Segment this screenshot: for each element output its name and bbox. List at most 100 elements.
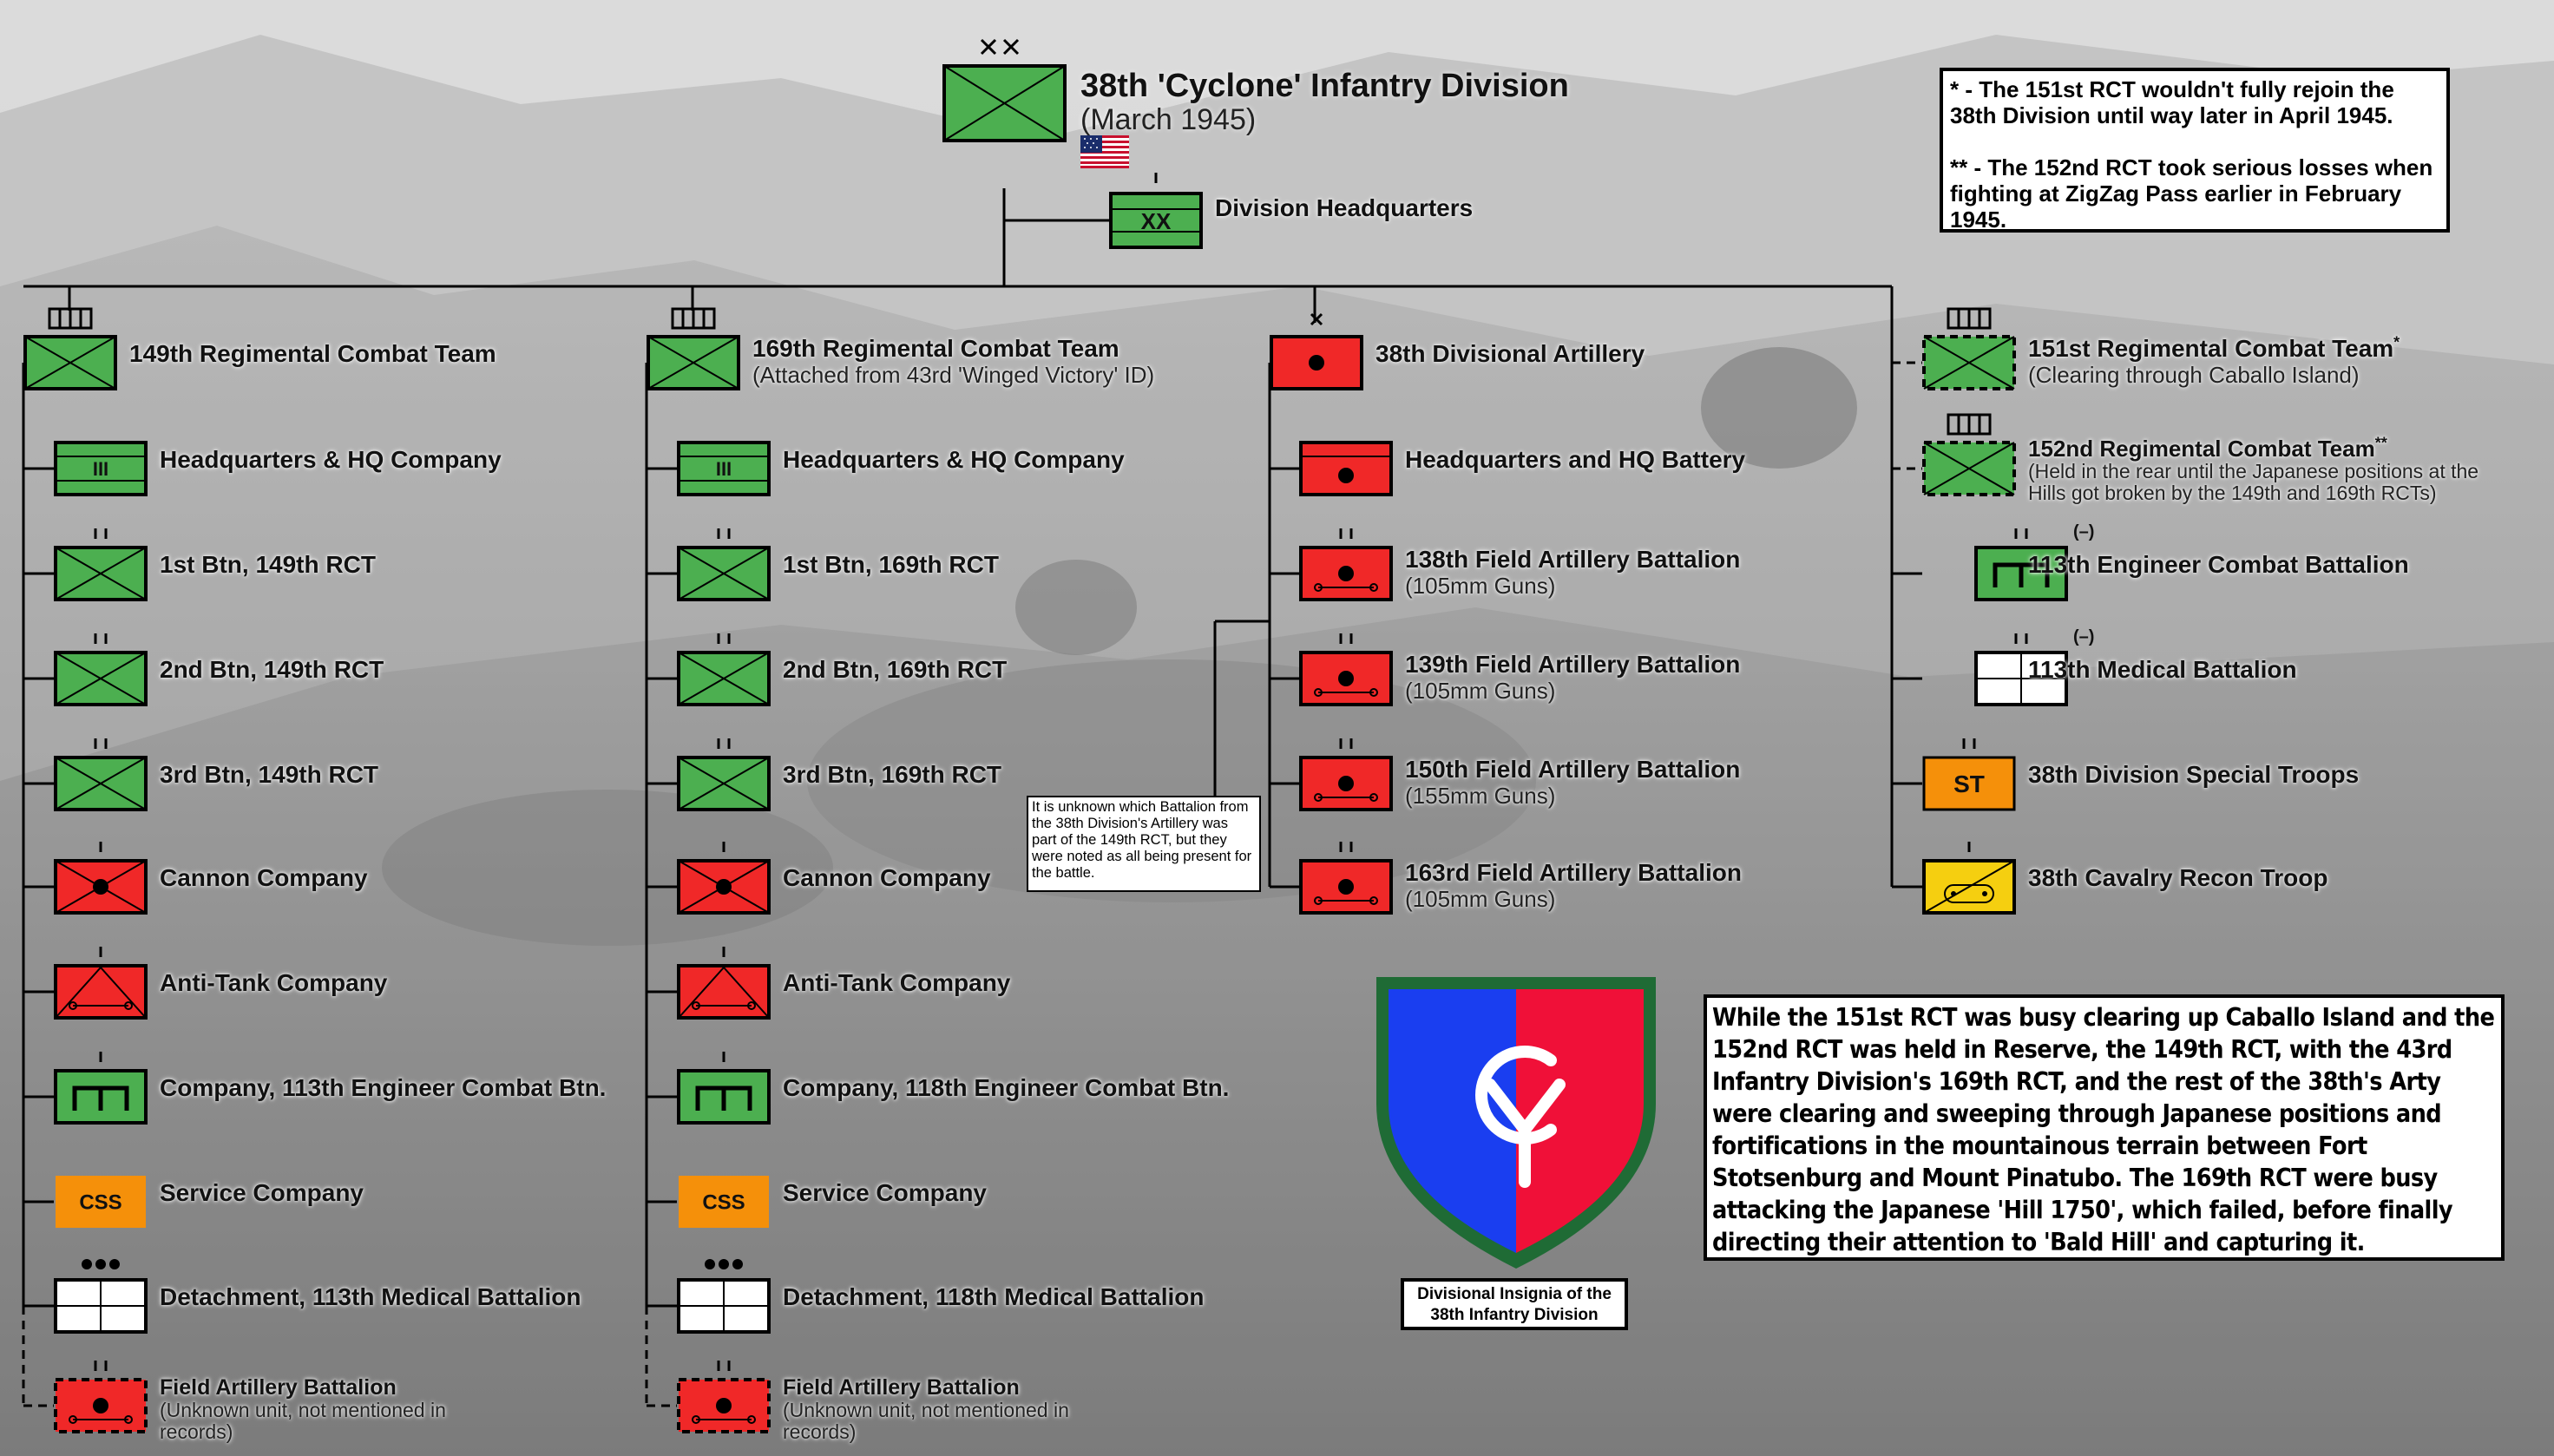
unit-name: 113th Engineer Combat Battalion — [2028, 551, 2409, 578]
unit-label: 38th Division Special Troops — [2028, 761, 2359, 789]
unit-symbol — [1299, 441, 1393, 496]
unit-label: 38th Divisional Artillery — [1375, 340, 1645, 368]
unit-symbol — [54, 1361, 148, 1433]
unit-subtitle: (Clearing through Caballo Island) — [2028, 362, 2360, 388]
unit-subtitle: (105mm Guns) — [1405, 886, 1556, 912]
unit-name: Service Company — [783, 1179, 987, 1206]
unit-symbol — [1299, 633, 1393, 706]
unit-subtitle: (105mm Guns) — [1405, 573, 1556, 599]
division-hq-symbol: XX — [1109, 173, 1203, 249]
division-hq-label: Division Headquarters — [1215, 194, 1474, 221]
unit-name: Headquarters and HQ Battery — [1405, 446, 1746, 473]
unit-name: 139th Field Artillery Battalion — [1405, 651, 1741, 678]
unit-subtitle: (Held in the rear until the Japanese pos… — [2028, 460, 2479, 504]
unit-label: Field Artillery Battalion(Unknown unit, … — [783, 1376, 1095, 1443]
artillery-note: It is unknown which Battalion from the 3… — [1027, 796, 1261, 892]
unit-name: Cannon Company — [160, 864, 368, 891]
unit-name: 3rd Btn, 169th RCT — [783, 761, 1002, 788]
unit-symbol: CSS — [56, 1176, 146, 1228]
unit-name: 113th Medical Battalion — [2028, 656, 2297, 683]
unit-label: Anti-Tank Company — [160, 969, 387, 997]
unit-symbol — [1299, 738, 1393, 811]
unit-label: 150th Field Artillery Battalion(155mm Gu… — [1405, 756, 1740, 808]
unit-symbol — [23, 307, 117, 390]
unit-symbol: (–) — [1974, 627, 2094, 706]
unit-name: 38th Cavalry Recon Troop — [2028, 864, 2328, 891]
footnote-marker: ** — [2374, 434, 2387, 452]
footnote-2: ** - The 152nd RCT took serious losses w… — [1950, 154, 2433, 233]
unit-symbol — [54, 842, 148, 915]
unit-subtitle: (Attached from 43rd 'Winged Victory' ID) — [752, 362, 1155, 388]
unit-label: 138th Field Artillery Battalion(105mm Gu… — [1405, 546, 1740, 598]
unit-label: Service Company — [160, 1179, 364, 1207]
unit-name: 2nd Btn, 169th RCT — [783, 656, 1008, 683]
unit-label: 1st Btn, 149th RCT — [160, 551, 376, 579]
unit-label: 1st Btn, 169th RCT — [783, 551, 999, 579]
unit-label: Service Company — [783, 1179, 987, 1207]
unit-subtitle: (155mm Guns) — [1405, 783, 1556, 809]
unit-symbol: ST — [1922, 738, 2016, 811]
unit-label: 38th Cavalry Recon Troop — [2028, 864, 2327, 892]
unit-label: 2nd Btn, 149th RCT — [160, 656, 384, 684]
division-symbol — [942, 38, 1067, 142]
unit-name: 38th Division Special Troops — [2028, 761, 2360, 788]
unit-name: 3rd Btn, 149th RCT — [160, 761, 379, 788]
cyclone-insignia-icon — [1376, 977, 1656, 1269]
unit-symbol — [677, 633, 771, 706]
unit-symbol — [647, 307, 740, 390]
unit-subtitle: (Unknown unit, not mentioned in records) — [783, 1399, 1069, 1443]
unit-name: 163rd Field Artillery Battalion — [1405, 859, 1742, 886]
us-flag-icon — [1080, 135, 1129, 168]
svg-text:III: III — [716, 458, 732, 480]
unit-name: 152nd Regimental Combat Team — [2028, 436, 2375, 462]
unit-symbol — [1299, 842, 1393, 915]
unit-symbol — [54, 738, 148, 811]
unit-label: 2nd Btn, 169th RCT — [783, 656, 1007, 684]
unit-name: 169th Regimental Combat Team — [752, 335, 1119, 362]
svg-text:CSS: CSS — [702, 1191, 745, 1215]
unit-label: Company, 113th Engineer Combat Btn. — [160, 1074, 606, 1102]
unit-symbol: III — [677, 441, 771, 496]
unit-name: Anti-Tank Company — [160, 969, 388, 996]
unit-symbol — [54, 947, 148, 1020]
unit-label: Headquarters & HQ Company — [160, 446, 502, 474]
unit-symbol — [677, 947, 771, 1020]
unit-symbol — [54, 1259, 148, 1334]
unit-name: Headquarters & HQ Company — [160, 446, 502, 473]
unit-name: 150th Field Artillery Battalion — [1405, 756, 1741, 783]
unit-label: 151st Regimental Combat Team* (Clearing t… — [2028, 335, 2400, 387]
unit-name: 138th Field Artillery Battalion — [1405, 546, 1741, 573]
insignia-caption: Divisional Insignia of the 38th Infantry… — [1401, 1278, 1628, 1330]
unit-name: Headquarters & HQ Company — [783, 446, 1125, 473]
unit-symbol: III — [54, 441, 148, 496]
unit-symbol — [677, 528, 771, 601]
unit-name: 1st Btn, 169th RCT — [783, 551, 999, 578]
unit-name: 1st Btn, 149th RCT — [160, 551, 376, 578]
unit-name: Anti-Tank Company — [783, 969, 1011, 996]
unit-subtitle: (105mm Guns) — [1405, 678, 1556, 704]
unit-name: Detachment, 113th Medical Battalion — [160, 1283, 581, 1310]
unit-label: Headquarters and HQ Battery — [1405, 446, 1745, 474]
unit-label: 149th Regimental Combat Team — [129, 340, 496, 368]
division-hq-symbol-text: XX — [1141, 208, 1172, 234]
unit-symbol — [1270, 312, 1363, 390]
division-title: 38th 'Cyclone' Infantry Division (March … — [1080, 68, 1569, 135]
unit-name: 151st Regimental Combat Team — [2028, 335, 2394, 362]
unit-symbol: (–) — [1974, 522, 2094, 601]
unit-label: 152nd Regimental Combat Team** (Held in t… — [2028, 434, 2514, 504]
unit-subtitle: (Unknown unit, not mentioned in records) — [160, 1399, 446, 1443]
unit-label: 113th Medical Battalion — [2028, 656, 2297, 684]
unit-symbol — [677, 1361, 771, 1433]
unit-label: 3rd Btn, 169th RCT — [783, 761, 1001, 789]
svg-text:CSS: CSS — [79, 1191, 121, 1215]
unit-symbol — [677, 1259, 771, 1334]
unit-symbol: CSS — [679, 1176, 769, 1228]
unit-name: Cannon Company — [783, 864, 991, 891]
footnotes-box: * - The 151st RCT wouldn't fully rejoin … — [1940, 68, 2450, 233]
unit-name: Company, 113th Engineer Combat Btn. — [160, 1074, 607, 1101]
footnote-marker: * — [2393, 333, 2400, 351]
unit-label: 139th Field Artillery Battalion(105mm Gu… — [1405, 651, 1740, 703]
unit-symbol — [677, 842, 771, 915]
page-subtitle: (March 1945) — [1080, 103, 1257, 136]
